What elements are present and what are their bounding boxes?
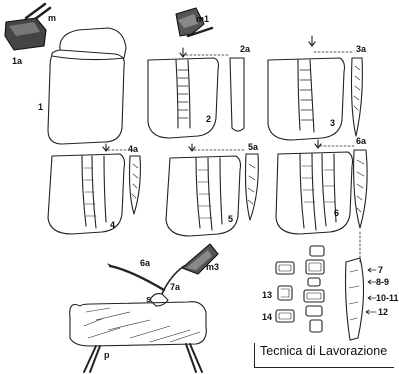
- label-1: 1: [38, 102, 43, 112]
- label-6: 6: [334, 208, 339, 218]
- fragments: [276, 232, 376, 340]
- blade-6a: [320, 146, 367, 228]
- label-3a: 3a: [356, 44, 367, 54]
- hammerstone-m: [5, 4, 50, 50]
- label-10-11: 10-11: [376, 293, 399, 303]
- label-12: 12: [378, 307, 388, 317]
- label-13: 13: [262, 290, 272, 300]
- label-2a: 2a: [240, 44, 251, 54]
- label-6a-rod: 6a: [140, 258, 151, 268]
- label-m: m: [48, 13, 56, 23]
- core-6: [276, 140, 353, 234]
- blade-5a: [194, 150, 258, 220]
- label-6a: 6a: [356, 136, 367, 146]
- label-7a: 7a: [170, 282, 181, 292]
- label-s: s: [146, 294, 151, 304]
- label-5a: 5a: [248, 142, 259, 152]
- label-m1: m1: [196, 14, 209, 24]
- label-3: 3: [330, 118, 335, 128]
- figure-caption: Tecnica di Lavorazione: [260, 344, 387, 358]
- label-4a: 4a: [128, 144, 139, 154]
- label-4: 4: [110, 220, 115, 230]
- label-14: 14: [262, 312, 272, 322]
- label-5: 5: [228, 214, 233, 224]
- label-2: 2: [206, 114, 211, 124]
- label-8-9: 8-9: [376, 277, 389, 287]
- label-1a: 1a: [12, 56, 23, 66]
- label-m3: m3: [206, 262, 219, 272]
- core-2: [148, 48, 219, 138]
- blade-3a: [314, 52, 362, 136]
- blade-2a: [186, 55, 244, 131]
- core-1: [48, 28, 126, 144]
- label-7: 7: [378, 265, 383, 275]
- label-p: p: [104, 350, 110, 360]
